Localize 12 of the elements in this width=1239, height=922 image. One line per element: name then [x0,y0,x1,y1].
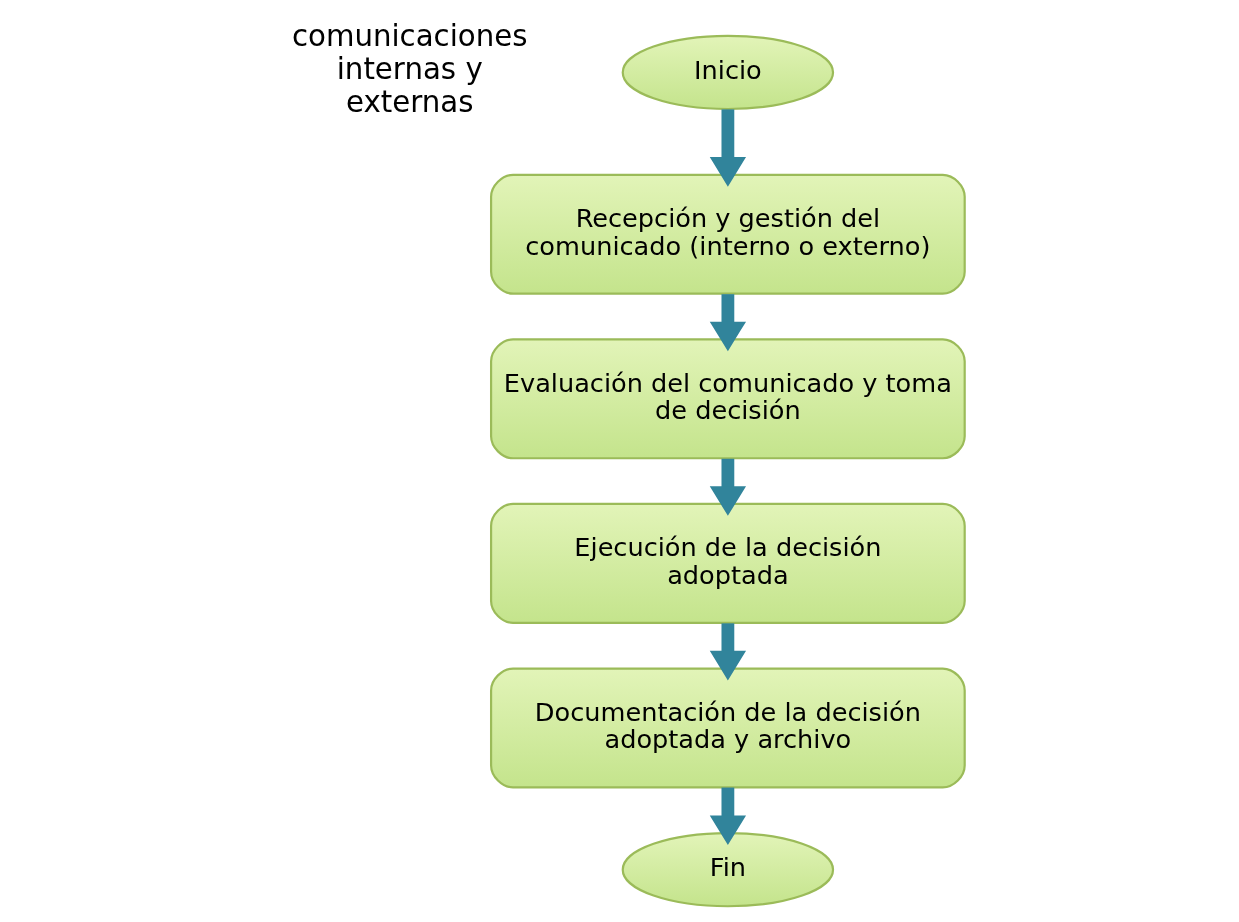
arrow [709,109,746,187]
arrow [709,458,746,516]
node-box: Evaluación del comunicado y toma de decisión [489,338,966,460]
node-box: Documentación de la decisión adoptada y archivo [489,667,966,789]
arrow [709,623,746,681]
arrow [709,787,746,846]
node-box: Recepción y gestión del comunicado (interno o externo) [489,173,966,295]
arrow [709,294,746,352]
node-ellipse: Inicio [621,34,834,111]
node-ellipse: Fin [621,832,834,908]
node-box: Ejecución de la decisión adoptada [489,502,966,624]
label: comunicaciones internas y externas [291,19,527,120]
